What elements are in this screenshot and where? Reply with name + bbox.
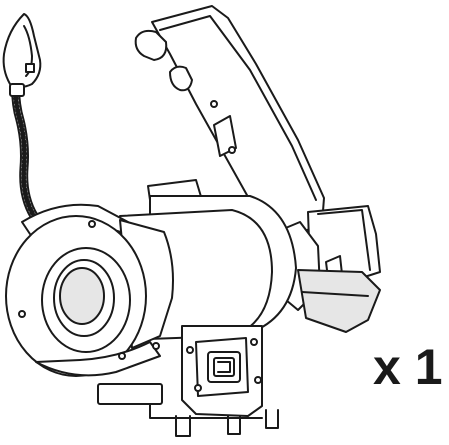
sanding-belt-arm-icon bbox=[151, 5, 381, 333]
lamp-icon bbox=[2, 13, 42, 97]
grinding-wheel-icon bbox=[5, 203, 174, 377]
flexible-arm-icon bbox=[11, 69, 49, 241]
power-switch-icon bbox=[207, 351, 241, 383]
quantity-label: x 1 bbox=[373, 339, 443, 395]
motor-housing-icon bbox=[97, 179, 297, 437]
tension-knob-icon bbox=[134, 29, 193, 92]
